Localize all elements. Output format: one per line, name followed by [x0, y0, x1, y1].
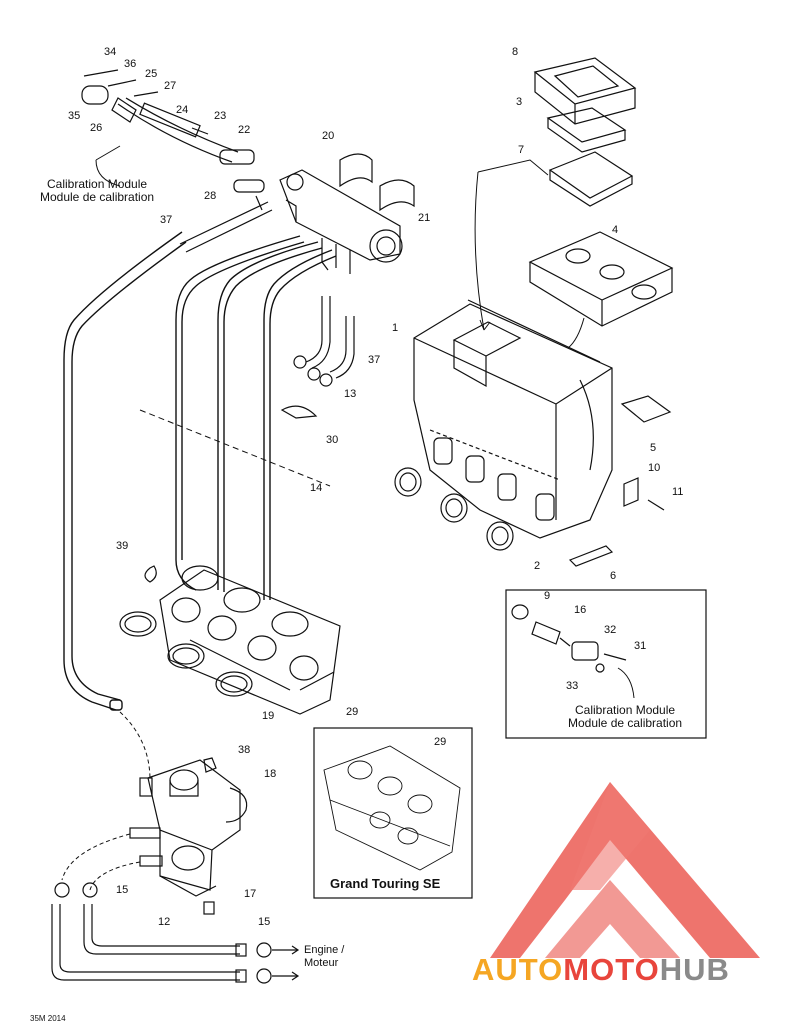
callout-25: 25: [145, 68, 158, 80]
callout-31: 31: [634, 640, 647, 652]
callout-12: 12: [158, 916, 171, 928]
callout-39: 39: [116, 540, 129, 552]
callout-6: 6: [610, 570, 617, 582]
callout-3: 3: [516, 96, 523, 108]
callout-24: 24: [176, 104, 189, 116]
callout-36: 36: [124, 58, 137, 70]
fuel-lines: [63, 145, 337, 781]
callout-16: 16: [574, 604, 587, 616]
engine-caption-en: Engine /: [304, 944, 345, 956]
callout-21: 21: [418, 212, 431, 224]
fuel-rail-group: [81, 69, 415, 419]
callout-1: 1: [392, 322, 399, 334]
callout-7: 7: [518, 144, 525, 156]
callout-38: 38: [238, 744, 251, 756]
callout-4: 4: [612, 224, 619, 236]
callout-9: 9: [544, 590, 551, 602]
callout-37-upper: 37: [160, 214, 173, 226]
callout-32: 32: [604, 624, 617, 636]
engine-caption: Engine / Moteur: [304, 944, 344, 970]
callout-11: 11: [672, 486, 684, 498]
airbox-group: [394, 57, 674, 567]
callout-28: 28: [204, 190, 217, 202]
callout-2: 2: [534, 560, 541, 572]
callout-23: 23: [214, 110, 227, 122]
callout-19: 19: [262, 710, 275, 722]
inset-group: [313, 727, 473, 899]
calibration-caption-top-en: Calibration Module: [47, 177, 148, 191]
callout-15-left: 15: [116, 884, 129, 896]
callout-29: 29: [346, 706, 359, 718]
callout-5: 5: [650, 442, 657, 454]
calibration-caption-top-fr: Module de calibration: [40, 190, 155, 204]
fuel-pump-group: [51, 757, 300, 984]
watermark-logo-mark: [490, 782, 760, 958]
callout-13: 13: [344, 388, 357, 400]
watermark-hub: HUB: [659, 952, 730, 987]
watermark-logo: AUTOMOTOHUB: [472, 952, 730, 988]
callout-22: 22: [238, 124, 251, 136]
callout-14: 14: [310, 482, 323, 494]
callout-30: 30: [326, 434, 339, 446]
callout-27: 27: [164, 80, 177, 92]
callout-37-lower: 37: [368, 354, 381, 366]
inset-title: Grand Touring SE: [330, 876, 441, 891]
callout-10: 10: [648, 462, 661, 474]
engine-caption-fr: Moteur: [304, 957, 339, 969]
calibration-caption-box: Calibration Module Module de calibration: [568, 704, 682, 730]
callout-8: 8: [512, 46, 519, 58]
callout-17: 17: [244, 888, 257, 900]
callout-20: 20: [322, 130, 335, 142]
watermark-moto: MOTO: [563, 952, 660, 987]
callout-34: 34: [104, 46, 117, 58]
throttle-body-group: [119, 565, 341, 715]
callout-15-right: 15: [258, 916, 271, 928]
callout-18: 18: [264, 768, 277, 780]
calibration-caption-box-en: Calibration Module: [575, 703, 676, 717]
figure-code: 35M 2014: [30, 1014, 66, 1023]
callout-35: 35: [68, 110, 81, 122]
calibration-box-group: [505, 589, 707, 739]
watermark-auto: AUTO: [472, 952, 564, 987]
callout-33: 33: [566, 680, 579, 692]
callout-29-inset: 29: [434, 736, 447, 748]
calibration-caption-top: Calibration Module Module de calibration: [40, 178, 154, 204]
calibration-caption-box-fr: Module de calibration: [568, 716, 683, 730]
callout-26: 26: [90, 122, 103, 134]
